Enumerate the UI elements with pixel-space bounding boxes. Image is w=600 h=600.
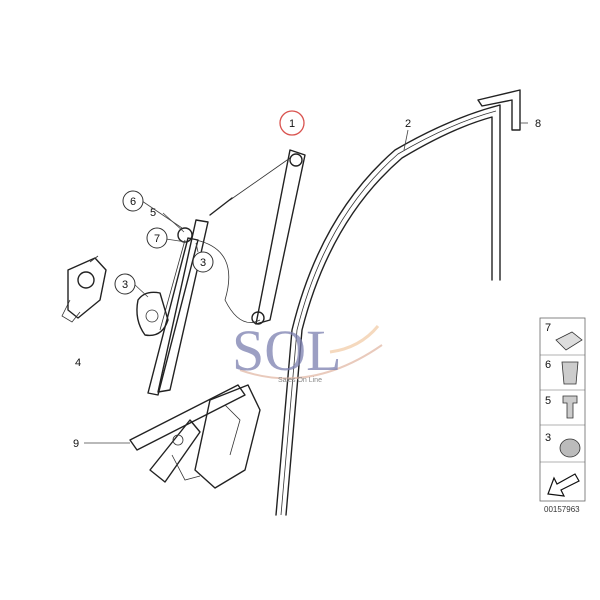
legend-item-7[interactable]: 7: [545, 322, 583, 351]
watermark-letters: SOL: [232, 318, 342, 383]
callout-3-regulator[interactable]: 3: [192, 251, 214, 273]
legend-item-6[interactable]: 6: [545, 359, 579, 385]
svg-text:5: 5: [150, 207, 156, 219]
svg-text:3: 3: [545, 432, 551, 444]
svg-text:4: 4: [75, 357, 81, 369]
callout-3-cover[interactable]: 3: [114, 273, 136, 295]
sol-watermark: SOL Sales On Line: [232, 318, 383, 384]
legend-item-3[interactable]: 3: [545, 432, 581, 458]
svg-text:7: 7: [154, 233, 160, 245]
callout-7[interactable]: 7: [146, 227, 168, 249]
window-motor: [61, 255, 107, 323]
svg-text:6: 6: [130, 196, 136, 208]
legend-item-5[interactable]: 5: [545, 395, 578, 419]
bolt-icon: [562, 395, 578, 419]
clip-nut-icon: [555, 331, 583, 351]
watermark-subtitle: Sales On Line: [278, 377, 322, 384]
legend-panel: 7 6 5 3: [539, 317, 586, 502]
pulley-cover: [136, 291, 169, 337]
svg-text:7: 7: [545, 322, 551, 334]
svg-text:1: 1: [289, 118, 295, 130]
leader-lines: [84, 122, 528, 444]
grommet-icon: [559, 438, 581, 458]
callout-6[interactable]: 6: [122, 190, 144, 212]
svg-text:5: 5: [545, 395, 551, 407]
callout-1[interactable]: 1: [279, 110, 305, 136]
arrow-icon: [547, 473, 580, 497]
svg-text:2: 2: [405, 118, 411, 130]
corner-bracket: [477, 89, 521, 131]
legend-arrow: [542, 465, 583, 498]
svg-text:9: 9: [73, 438, 79, 450]
window-regulator: [147, 149, 306, 396]
svg-text:3: 3: [200, 257, 206, 269]
svg-text:8: 8: [535, 118, 541, 130]
callout-4[interactable]: 4: [75, 357, 81, 369]
callout-8[interactable]: 8: [535, 118, 541, 130]
svg-text:3: 3: [122, 279, 128, 291]
callout-9[interactable]: 9: [73, 438, 79, 450]
window-carrier: [129, 384, 261, 489]
callout-2[interactable]: 2: [405, 118, 411, 130]
svg-text:6: 6: [545, 359, 551, 371]
diagram-id: 00157963: [544, 505, 580, 514]
nut-icon: [561, 361, 579, 385]
window-guide-rail: [275, 104, 501, 516]
callout-5[interactable]: 5: [150, 207, 156, 219]
